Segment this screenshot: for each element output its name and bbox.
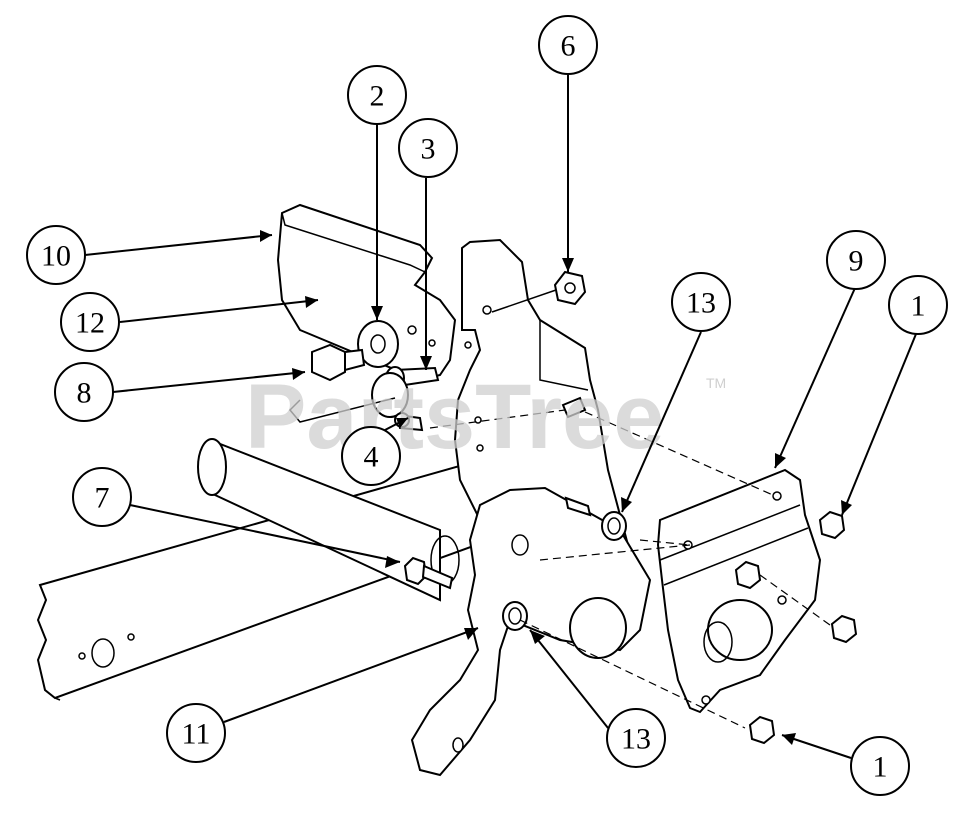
bushings	[502, 511, 627, 631]
callout-2-label: 2	[370, 80, 385, 113]
callout-13-top: 13	[671, 272, 731, 332]
callout-7-label: 7	[95, 482, 110, 515]
callouts: 10 2 3 6 12 8 4 13	[26, 15, 948, 796]
callout-9-label: 9	[849, 245, 864, 278]
callout-9: 9	[826, 230, 886, 290]
callout-11: 11	[166, 703, 226, 763]
parts-drawing	[36, 203, 858, 777]
callout-11-label: 11	[182, 718, 211, 751]
watermark-trademark: TM	[706, 375, 726, 391]
leader-lines	[84, 73, 917, 759]
cover-plate	[276, 203, 457, 382]
watermark-text: PartsTree	[245, 366, 664, 468]
callout-2: 2	[347, 65, 407, 125]
hex-nut-top	[491, 270, 587, 313]
axle-tube	[197, 438, 441, 602]
callout-13-bottom-label: 13	[621, 723, 651, 756]
callout-13-top-label: 13	[686, 287, 716, 320]
callout-10: 10	[26, 225, 86, 285]
callout-3: 3	[398, 118, 458, 178]
callout-12: 12	[60, 292, 120, 352]
watermark: PartsTree TM	[245, 366, 726, 468]
arrow-heads	[260, 230, 852, 745]
callout-1-top: 1	[888, 275, 948, 335]
mounting-plate	[656, 468, 822, 714]
callout-8-label: 8	[77, 377, 92, 410]
callout-8: 8	[54, 362, 114, 422]
callout-6-label: 6	[561, 30, 576, 63]
callout-1-top-label: 1	[911, 290, 926, 323]
callout-10-label: 10	[41, 240, 71, 273]
callout-4: 4	[341, 426, 401, 486]
callout-13-bottom: 13	[606, 708, 666, 768]
callout-1-bottom: 1	[850, 736, 910, 796]
callout-1-bottom-label: 1	[873, 751, 888, 784]
shoulder-bolt	[311, 343, 366, 382]
washer	[357, 320, 399, 368]
studs	[561, 396, 592, 517]
callout-12-label: 12	[75, 307, 105, 340]
callout-6: 6	[538, 15, 598, 75]
hair-pin-clip	[288, 372, 424, 432]
assembly-lines	[429, 409, 831, 729]
hex-nuts-plate	[734, 510, 858, 745]
callout-7: 7	[72, 467, 132, 527]
callout-4-label: 4	[364, 441, 379, 474]
callout-3-label: 3	[421, 133, 436, 166]
hex-bolt	[403, 556, 454, 590]
